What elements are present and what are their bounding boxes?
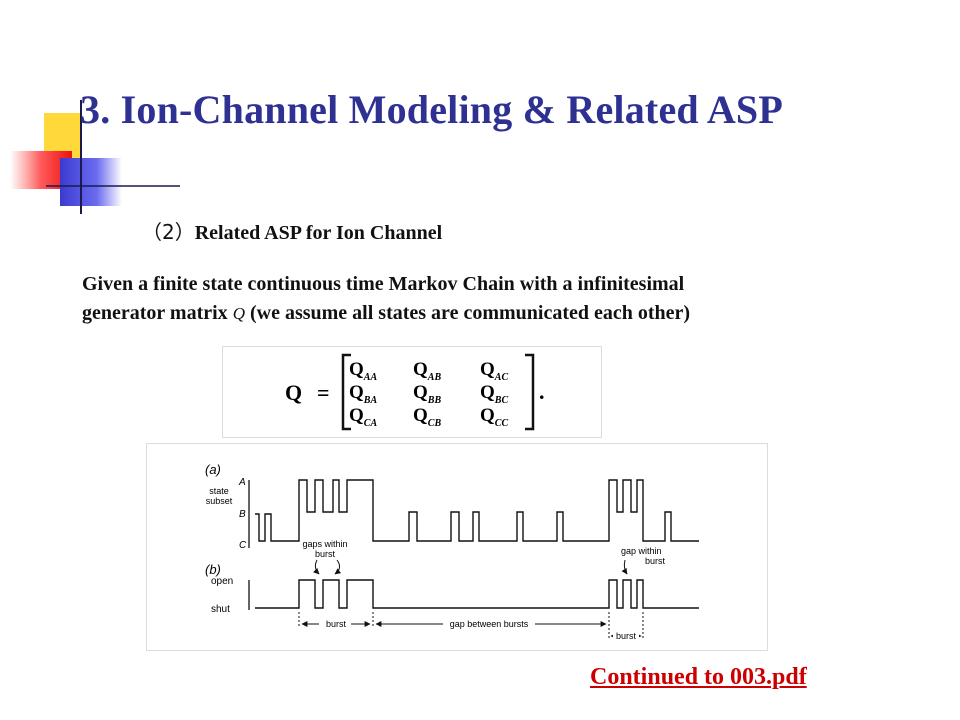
matrix-period: . [539, 379, 545, 404]
burst-label: burst [326, 619, 347, 629]
matrix-cell: QCC [480, 405, 508, 429]
gap-between-label-bg [443, 618, 535, 630]
body-paragraph: Given a finite state continuous time Mar… [82, 270, 942, 328]
subtitle-text: Related ASP for Ion Channel [194, 222, 443, 244]
section-subtitle: （2）Related ASP for Ion Channel [142, 216, 442, 245]
matrix-cell: QBA [349, 382, 377, 406]
matrix-right-bracket [525, 353, 535, 431]
gap-arrow [621, 559, 628, 575]
continued-link[interactable]: Continued to 003.pdf [590, 664, 807, 690]
gap-between-bursts-label: gap between bursts [450, 619, 529, 629]
matrix-cell: QAA [349, 359, 377, 383]
state-trace [255, 479, 699, 542]
body-line-2-end: (we assume all states are communicated e… [244, 302, 691, 324]
gaps-arrow-1 [313, 559, 320, 575]
panel-a-label: (a) [205, 462, 221, 477]
matrix-cell: QCB [413, 405, 441, 429]
body-line-2-symbol: Q [232, 304, 245, 323]
corner-decoration [10, 100, 180, 214]
body-line-2: generator matrix Q (we assume all states… [82, 299, 942, 328]
burst-label-bg [319, 618, 351, 630]
slide-title: 3. Ion-Channel Modeling & Related ASP [80, 87, 784, 132]
matrix-image: Q = . QAA QAB QAC QBA QBB QBC QCA QCB QC… [222, 346, 602, 438]
subtitle-number: （2） [142, 220, 195, 244]
burst2-label-bg [613, 630, 639, 642]
matrix-lhs: Q [285, 380, 302, 405]
level-b-label: B [239, 509, 246, 520]
open-label: open [211, 576, 233, 587]
matrix-left-bracket [341, 353, 351, 431]
matrix-cell: QBB [413, 382, 441, 406]
matrix-cell: QAB [413, 359, 441, 383]
matrix-cell: QCA [349, 405, 377, 429]
body-line-2-start: generator matrix [82, 302, 233, 324]
matrix-equals: = [317, 380, 330, 405]
matrix-cell: QAC [480, 359, 508, 383]
open-shut-trace [255, 579, 699, 609]
shut-label: shut [211, 604, 230, 615]
gaps-arrow-2 [334, 559, 342, 575]
level-c-label: C [239, 540, 247, 551]
body-line-1: Given a finite state continuous time Mar… [82, 273, 685, 295]
panel-b-label: (b) [205, 562, 221, 577]
blue-square [60, 158, 122, 206]
matrix-cell: QBC [480, 382, 508, 406]
burst-label-2: burst [616, 631, 637, 641]
level-a-label: A [238, 477, 246, 488]
